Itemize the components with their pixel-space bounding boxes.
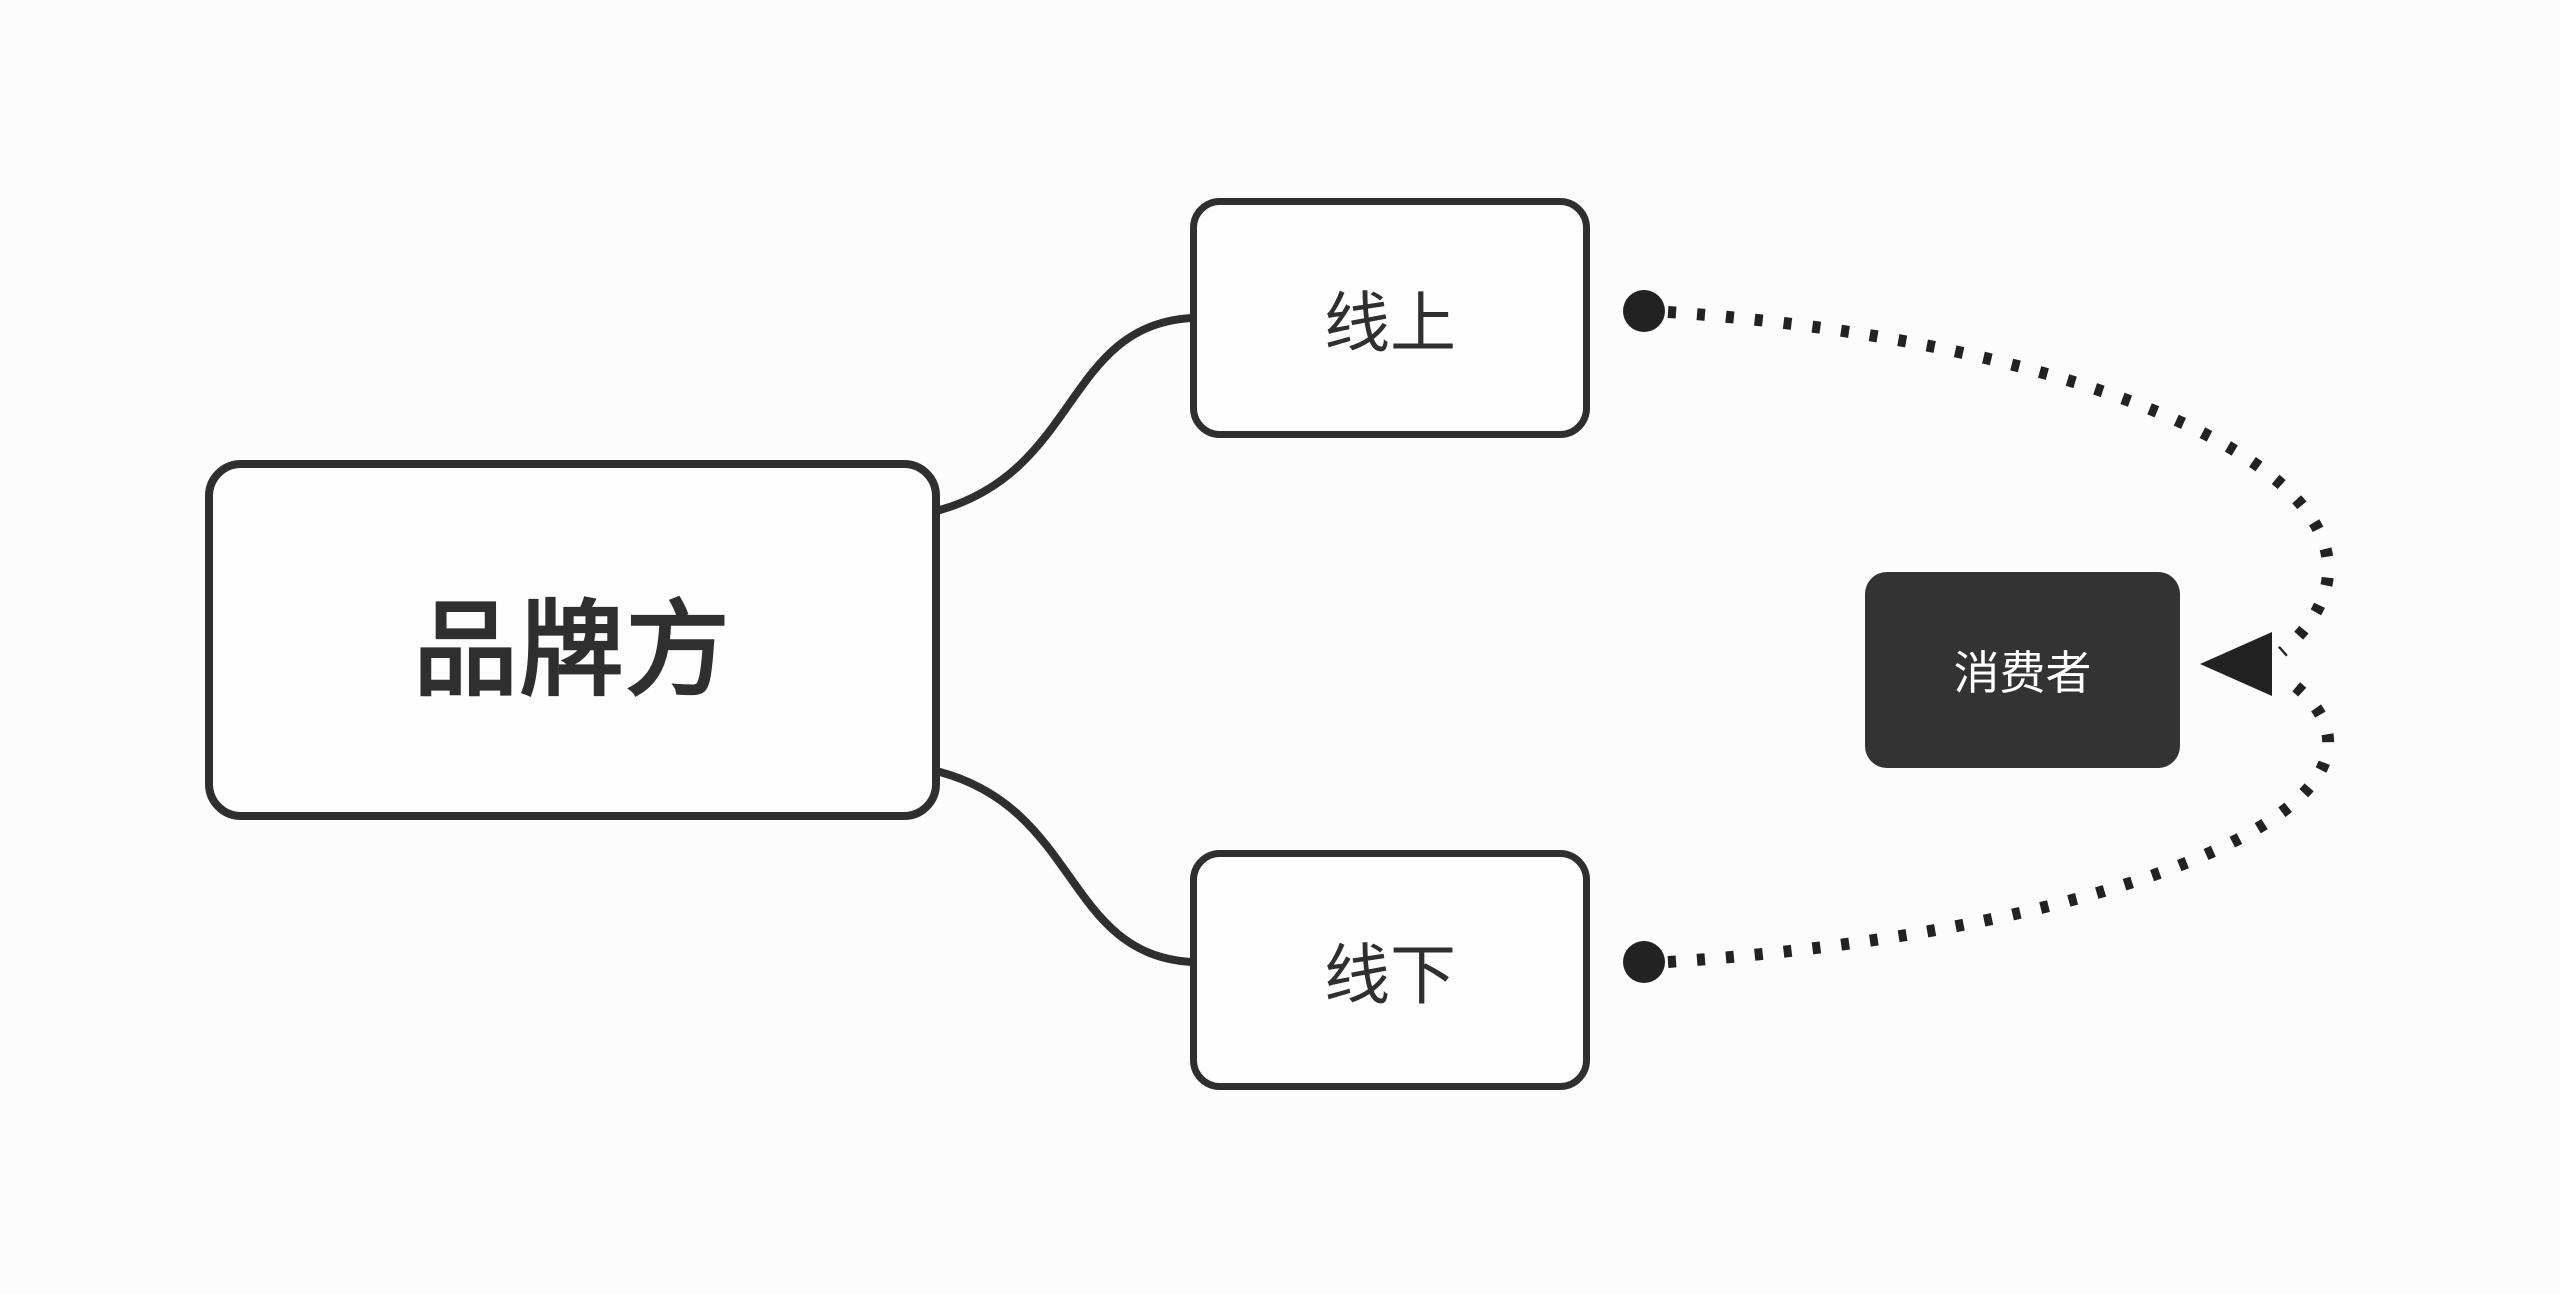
- edge-root-offline: [936, 768, 1196, 966]
- edge-start-dot-offline-icon: [1623, 941, 1665, 983]
- edge-root-online: [936, 314, 1196, 514]
- node-online-label: 线上: [1324, 286, 1456, 360]
- node-brand-label: 品牌方: [413, 592, 732, 709]
- arrowhead-consumer-icon: [2200, 632, 2272, 696]
- node-offline[interactable]: 线下: [1190, 850, 1590, 1090]
- edge-start-dot-online-icon: [1623, 290, 1665, 332]
- node-consumer[interactable]: 消费者: [1865, 572, 2180, 768]
- node-consumer-label: 消费者: [1953, 647, 2092, 699]
- node-brand[interactable]: 品牌方: [205, 460, 940, 820]
- node-online[interactable]: 线上: [1190, 198, 1590, 438]
- node-offline-label: 线下: [1324, 938, 1456, 1012]
